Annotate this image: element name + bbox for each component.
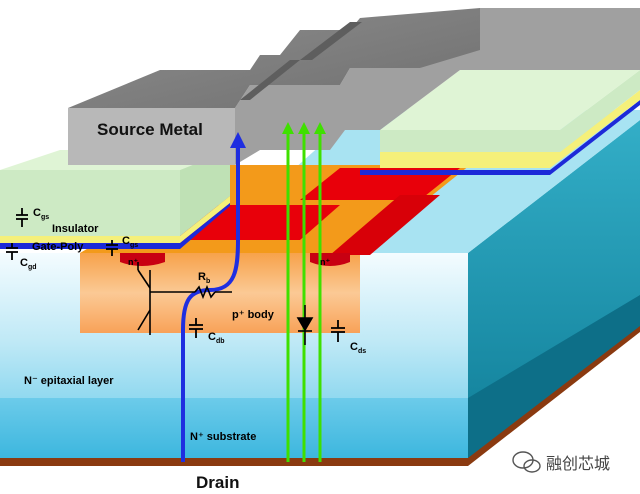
source-metal-back — [68, 8, 480, 108]
insulator-label: Insulator — [52, 223, 99, 235]
n-plus-left-label: n⁺ — [128, 257, 138, 267]
insulator-right — [380, 70, 640, 152]
n-epi-label: N⁻ epitaxial layer — [24, 375, 114, 387]
drain-label: Drain — [196, 473, 239, 492]
n-plus-region-left — [120, 253, 165, 266]
cgs-capacitor-symbol — [16, 208, 28, 227]
gate-poly-label: Gate-Poly — [32, 241, 84, 253]
watermark: 融创芯城 — [512, 451, 610, 473]
insulator-left-side — [180, 150, 230, 236]
gate-oxide-left — [0, 203, 230, 249]
insulator-right-top — [380, 70, 640, 130]
svg-text:ds: ds — [358, 348, 366, 355]
gate-poly-left — [0, 196, 230, 243]
n-plus-stripe-back — [300, 168, 460, 200]
svg-text:db: db — [216, 338, 225, 345]
svg-text:C: C — [350, 341, 358, 353]
body-diode-symbol — [296, 305, 314, 345]
gate-poly-right — [380, 90, 640, 168]
current-path-arrow — [181, 132, 246, 462]
wechat-icon — [512, 451, 541, 473]
svg-text:gd: gd — [28, 264, 37, 271]
cds-capacitor-symbol — [331, 320, 345, 342]
svg-text:gs: gs — [41, 214, 49, 221]
svg-text:gs: gs — [130, 242, 138, 249]
source-metal-ridge — [240, 60, 300, 100]
svg-text:R: R — [198, 271, 206, 283]
n-plus-right-label: n⁺ — [320, 257, 330, 267]
svg-text:b: b — [206, 278, 210, 285]
svg-text:C: C — [208, 331, 216, 343]
cgd-capacitor-symbol — [6, 243, 18, 260]
n-plus-stripe-mid — [330, 195, 440, 255]
substrate-layer — [0, 398, 468, 460]
cgs2-capacitor-symbol — [106, 240, 118, 256]
source-metal-label: Source Metal — [97, 120, 203, 139]
n-substrate-label: N⁺ substrate — [190, 431, 256, 443]
svg-text:C: C — [33, 207, 41, 219]
svg-text:C: C — [122, 235, 130, 247]
source-metal-ridge-2 — [300, 22, 362, 60]
p-body — [80, 253, 360, 333]
substrate-side-face — [468, 295, 640, 460]
parasitic-bjt-symbol — [137, 262, 232, 335]
cdb-capacitor-symbol — [189, 318, 203, 338]
svg-text:融创芯城: 融创芯城 — [546, 454, 610, 473]
insulator-left — [0, 170, 180, 236]
source-metal — [68, 108, 235, 165]
gate-oxide-right — [360, 100, 640, 175]
p-body-label: p⁺ body — [232, 309, 275, 321]
svg-text:C: C — [20, 257, 28, 269]
